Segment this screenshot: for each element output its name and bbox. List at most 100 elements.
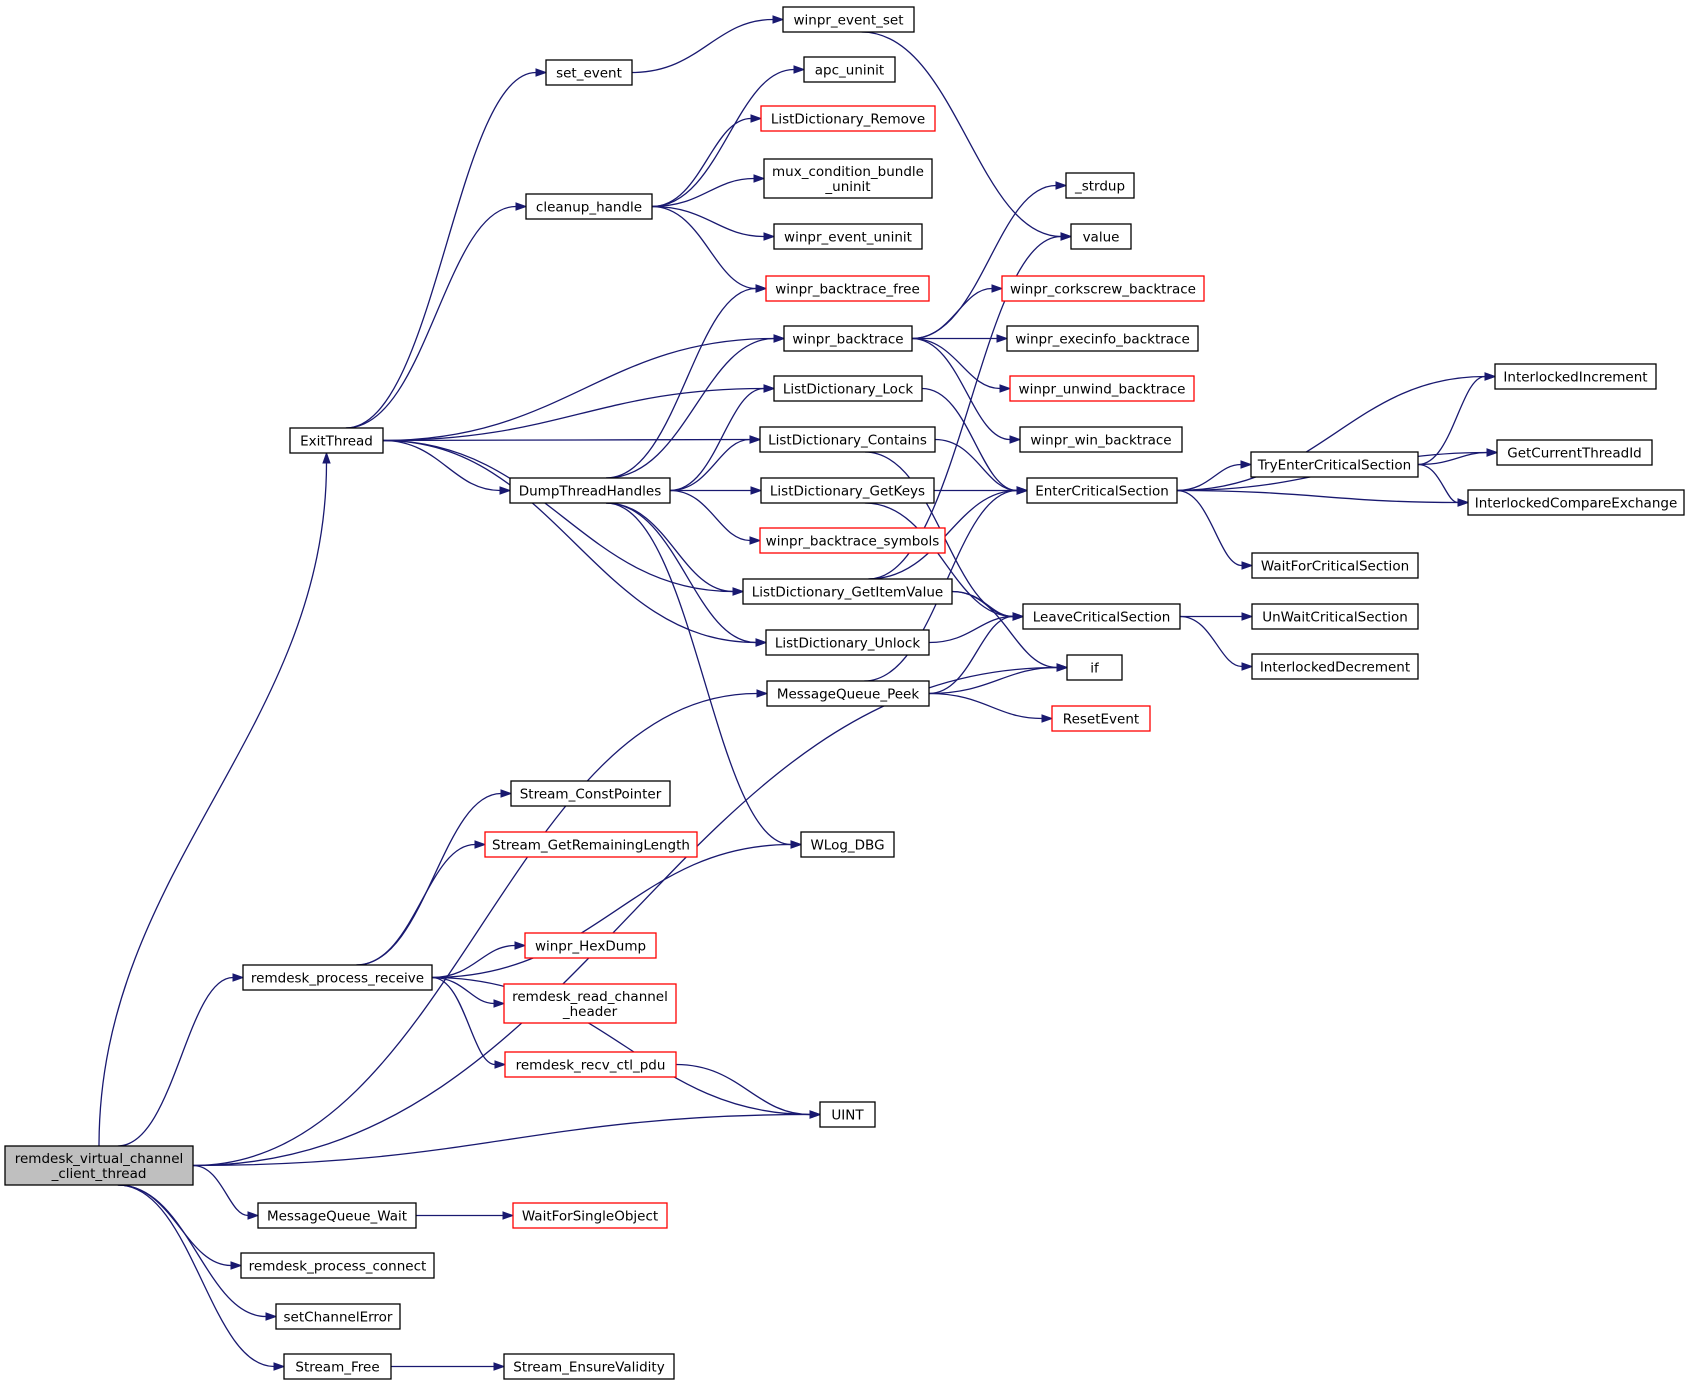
node-label: winpr_HexDump — [535, 939, 646, 955]
function-node-root[interactable]: remdesk_virtual_channel_client_thread — [4, 1145, 194, 1186]
function-node-listdictionary-remove[interactable]: ListDictionary_Remove — [760, 105, 936, 132]
call-edge-dumpthreadhandles-to-ld-getitemvalue — [605, 502, 745, 596]
function-node-remdesk-process-connect[interactable]: remdesk_process_connect — [240, 1252, 435, 1279]
function-node-value[interactable]: value — [1070, 223, 1132, 250]
node-label: remdesk_recv_ctl_pdu — [516, 1058, 666, 1074]
function-node-win-backtrace[interactable]: winpr_win_backtrace — [1019, 426, 1183, 453]
node-label: ListDictionary_GetKeys — [770, 484, 925, 500]
node-label: set_event — [556, 66, 622, 82]
function-node-ld-unlock[interactable]: ListDictionary_Unlock — [765, 629, 930, 656]
arrowhead — [514, 941, 527, 950]
function-node-execinfo[interactable]: winpr_execinfo_backtrace — [1006, 325, 1199, 352]
function-node-set-event[interactable]: set_event — [545, 59, 633, 86]
function-node-remdesk-read-channel-header[interactable]: remdesk_read_channel_header — [503, 983, 677, 1024]
function-node-winpr-backtrace[interactable]: winpr_backtrace — [783, 325, 913, 352]
function-node-waitforcs[interactable]: WaitForCriticalSection — [1251, 552, 1419, 579]
function-node-mq-wait[interactable]: MessageQueue_Wait — [257, 1202, 417, 1229]
call-edge-root-to-stream-free — [117, 1184, 286, 1371]
edge-line — [911, 337, 1001, 390]
arrowhead — [232, 973, 245, 982]
node-box — [503, 1353, 675, 1380]
function-node-winpr-hexdump[interactable]: winpr_HexDump — [524, 932, 657, 959]
edge-line — [861, 31, 1062, 238]
edge-line — [1176, 489, 1243, 567]
function-node-interlockeddecrement[interactable]: InterlockedDecrement — [1251, 653, 1419, 680]
function-node-ld-getitemvalue[interactable]: ListDictionary_GetItemValue — [742, 578, 953, 605]
function-node-if[interactable]: if — [1066, 654, 1123, 681]
node-box — [1494, 363, 1657, 390]
edge-line — [928, 692, 1043, 720]
call-edge-root-to-setchannelerror — [117, 1184, 278, 1321]
function-node-stream-getremaininglength[interactable]: Stream_GetRemainingLength — [484, 831, 698, 858]
function-node-entercs[interactable]: EnterCriticalSection — [1026, 477, 1178, 504]
node-box — [512, 1202, 668, 1229]
node-label: winpr_execinfo_backtrace — [1015, 332, 1190, 348]
function-node-remdesk-recv-ctl-pdu[interactable]: remdesk_recv_ctl_pdu — [504, 1051, 677, 1078]
call-edge-root-to-mq-peek — [192, 689, 769, 1167]
call-edge-winpr-backtrace-to-corkscrew — [911, 284, 1004, 340]
node-box — [503, 983, 677, 1024]
function-node-corkscrew[interactable]: winpr_corkscrew_backtrace — [1001, 275, 1205, 302]
call-edge-remdesk-process-receive-to-remdesk-read-channel-header — [431, 976, 506, 1008]
function-node-ld-lock[interactable]: ListDictionary_Lock — [773, 375, 923, 402]
node-box — [484, 831, 698, 858]
arrowhead — [753, 174, 766, 183]
function-node-mq-peek[interactable]: MessageQueue_Peek — [766, 680, 930, 707]
function-node-remdesk-process-receive[interactable]: remdesk_process_receive — [242, 964, 433, 991]
arrowhead — [273, 1362, 286, 1371]
function-node-winpr-event-set[interactable]: winpr_event_set — [782, 6, 915, 33]
node-box — [289, 427, 384, 454]
function-node-interlockedcompareexchange[interactable]: InterlockedCompareExchange — [1467, 489, 1685, 516]
arrowhead — [755, 638, 768, 647]
node-box — [800, 831, 895, 858]
function-node-winpr-backtrace-free[interactable]: winpr_backtrace_free — [765, 275, 930, 302]
function-node-strdup[interactable]: _strdup — [1065, 172, 1135, 199]
function-node-interlockedincrement[interactable]: InterlockedIncrement — [1494, 363, 1657, 390]
node-box — [773, 375, 923, 402]
function-node-cleanup-handle[interactable]: cleanup_handle — [525, 193, 653, 220]
node-label: Stream_ConstPointer — [520, 787, 662, 803]
call-edge-remdesk-process-receive-to-stream-getremaininglength — [356, 840, 487, 966]
function-node-unwaitcs[interactable]: UnWaitCriticalSection — [1251, 603, 1419, 630]
call-edge-winpr-backtrace-to-win-backtrace — [911, 337, 1022, 444]
function-node-uint[interactable]: UINT — [819, 1101, 876, 1128]
node-label: winpr_unwind_backtrace — [1019, 382, 1186, 398]
arrowhead — [763, 384, 776, 393]
function-node-resetevent[interactable]: ResetEvent — [1051, 705, 1151, 732]
function-node-ld-contains[interactable]: ListDictionary_Contains — [759, 426, 936, 453]
function-node-getcurrentthreadid[interactable]: GetCurrentThreadId — [1496, 439, 1653, 466]
edge-line — [382, 439, 757, 644]
node-label: MessageQueue_Wait — [267, 1209, 407, 1225]
function-node-setchannelerror[interactable]: setChannelError — [275, 1303, 401, 1330]
function-node-winpr-event-uninit[interactable]: winpr_event_uninit — [773, 223, 923, 250]
function-node-wlog-dbg[interactable]: WLog_DBG — [800, 831, 895, 858]
edge-line — [921, 387, 1018, 492]
node-box — [283, 1353, 392, 1380]
function-node-mux-condition[interactable]: mux_condition_bundle_uninit — [763, 158, 933, 199]
edge-line — [669, 387, 765, 492]
node-box — [765, 629, 930, 656]
arrowhead — [1486, 448, 1499, 457]
edge-line — [1179, 615, 1243, 668]
function-node-exitthread[interactable]: ExitThread — [289, 427, 384, 454]
function-node-leavecs[interactable]: LeaveCriticalSection — [1022, 603, 1181, 630]
call-edge-exitthread-to-set-event — [345, 68, 548, 429]
function-node-ld-getkeys[interactable]: ListDictionary_GetKeys — [760, 477, 935, 504]
function-node-unwind[interactable]: winpr_unwind_backtrace — [1009, 375, 1195, 402]
node-box — [760, 105, 936, 132]
node-label: remdesk_read_channel — [512, 989, 668, 1005]
node-box — [759, 527, 946, 554]
function-node-stream-constpointer[interactable]: Stream_ConstPointer — [510, 780, 671, 807]
edge-line — [951, 590, 1014, 618]
function-node-dumpthreadhandles[interactable]: DumpThreadHandles — [509, 477, 671, 504]
function-node-apc-uninit[interactable]: apc_uninit — [803, 56, 896, 83]
function-node-tryentercs[interactable]: TryEnterCriticalSection — [1250, 451, 1419, 478]
edge-line — [431, 944, 516, 979]
function-node-waitforsingleobject[interactable]: WaitForSingleObject — [512, 1202, 668, 1229]
function-node-stream-ensurevalidity[interactable]: Stream_EnsureValidity — [503, 1353, 675, 1380]
function-node-bt-symbols[interactable]: winpr_backtrace_symbols — [759, 527, 946, 554]
node-box — [765, 275, 930, 302]
function-node-stream-free[interactable]: Stream_Free — [283, 1353, 392, 1380]
arrowhead — [265, 1312, 278, 1321]
call-edge-remdesk-recv-ctl-pdu-to-uint — [675, 1063, 822, 1119]
